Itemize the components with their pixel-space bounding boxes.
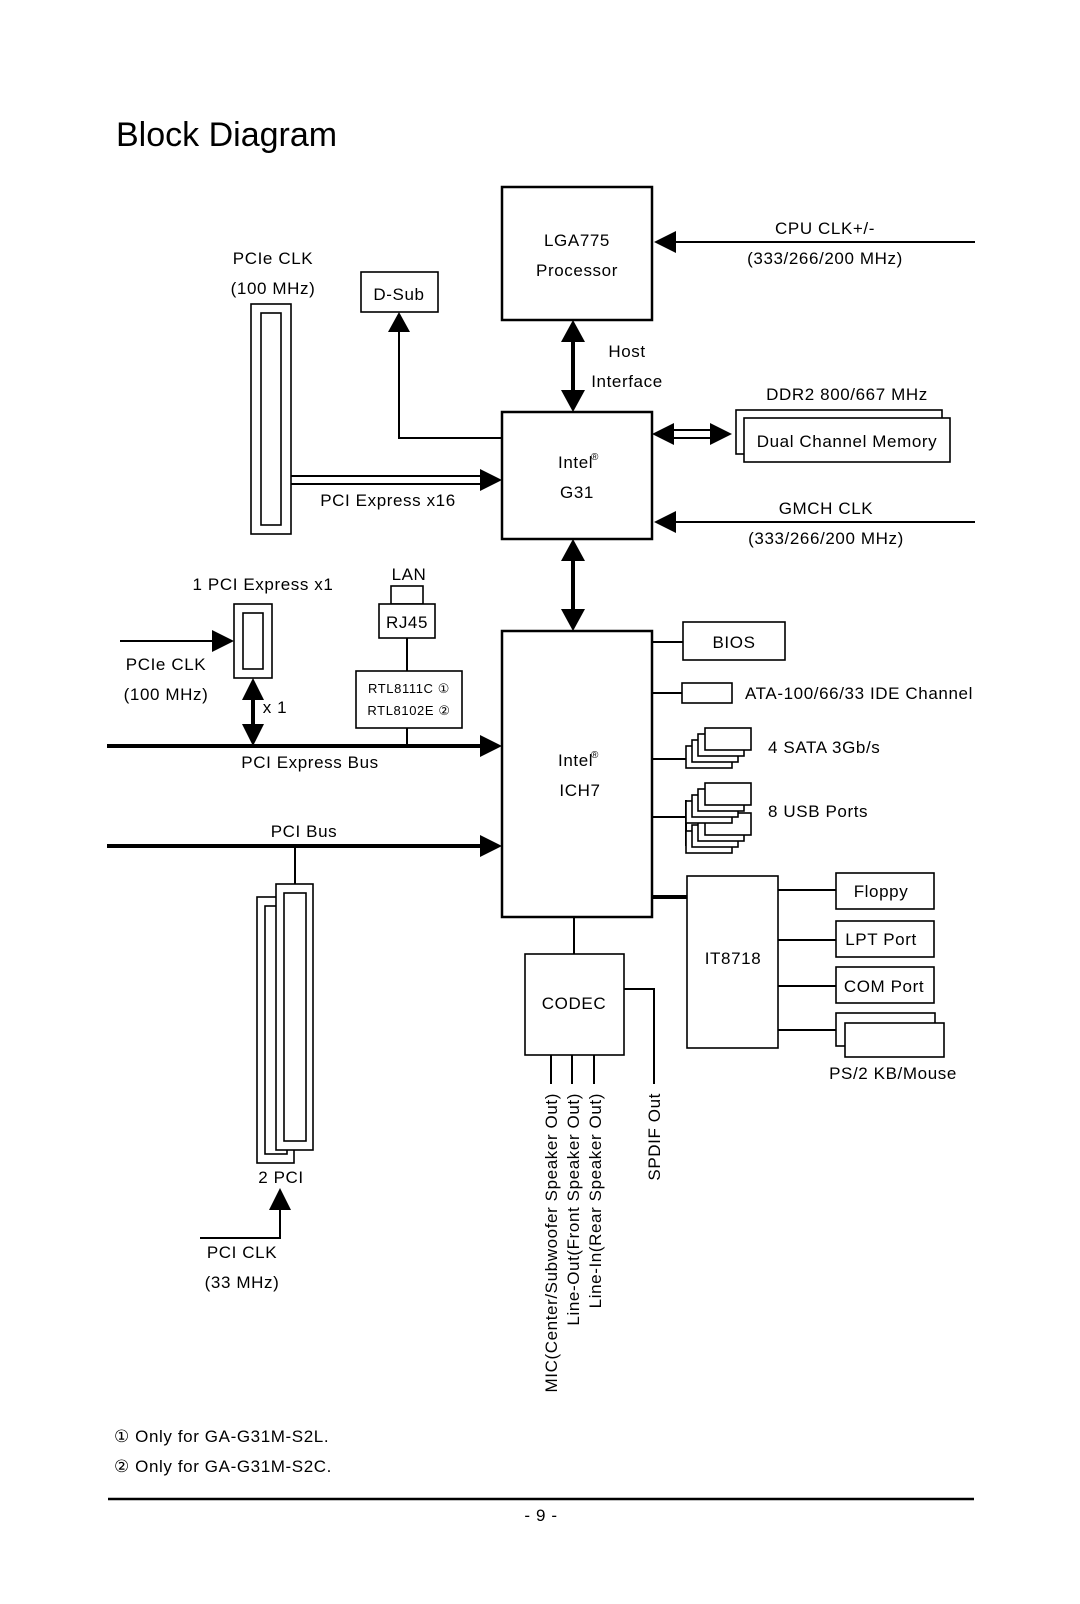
pcie-x1-arrow-down [242,724,264,746]
host-interface-arrow-up [561,320,585,342]
dsub-label: D-Sub [373,285,424,304]
memory-label: Dual Channel Memory [757,432,938,451]
pcie-clk-mid-label: PCIe CLK [126,655,206,674]
cpu-line2: Processor [536,261,618,280]
pci-clk-line [200,1208,281,1239]
pcie-x16-arrow [480,469,502,491]
usb-label: 8 USB Ports [768,802,868,821]
ich7-block [500,629,654,919]
page-number: - 9 - [524,1506,557,1525]
rj45-block [378,603,436,639]
pci-bus-label: PCI Bus [271,822,338,841]
audio-mic-label: MIC(Center/Subwoofer Speaker Out) [542,1093,561,1392]
audio-line-in-label: Line-In(Rear Speaker Out) [586,1093,605,1308]
ps2-port-front [844,1022,945,1058]
pci-slots-label: 2 PCI [258,1168,304,1187]
dsub-arrow [388,312,410,332]
pci-clk-label: PCI CLK [207,1243,277,1262]
pcie-bus-label: PCI Express Bus [241,753,379,772]
page-title: Block Diagram [116,116,337,154]
g31-brand: Intel [558,453,593,472]
cpu-clk-label: CPU CLK+/- [775,219,875,238]
cpu-line1: LGA775 [544,231,610,250]
memory-arrow-left [652,423,674,445]
host-interface-line1: Host [608,342,645,361]
codec-block [524,953,625,1056]
cpu-clk-arrow [654,231,676,253]
gmch-clk-label: GMCH CLK [779,499,874,518]
dmi-arrow-down [561,609,585,631]
memory-spec: DDR2 800/667 MHz [766,385,928,404]
lan-chip-2: RTL8102E ② [367,703,450,718]
pcie-x16-label: PCI Express x16 [320,491,456,510]
usb-port-1 [704,782,752,806]
pcie-x1-label: 1 PCI Express x1 [193,575,334,594]
footnote-2: ② Only for GA-G31M-S2C. [114,1457,332,1476]
codec-label: CODEC [542,994,606,1013]
lpt-label: LPT Port [845,930,917,949]
g31-registered: ® [591,452,599,463]
pci-slot-front-inner [283,892,307,1142]
host-interface-arrow-down [561,390,585,412]
it8718-label: IT8718 [705,949,762,968]
gmch-clk-arrow [654,511,676,533]
dmi-arrow-up [561,539,585,561]
ps2-label: PS/2 KB/Mouse [829,1064,957,1083]
pcie-bus-arrow [480,735,502,757]
com-block [835,966,935,1004]
pcie-x1-arrow-up [242,678,264,700]
ide-label: ATA-100/66/33 IDE Channel [745,684,973,703]
rj45-tab [390,585,424,605]
lan-chip-block [355,670,463,729]
memory-arrow-right [710,423,732,445]
floppy-label: Floppy [854,882,909,901]
memory-module-front [743,417,951,463]
footnote-1: ① Only for GA-G31M-S2L. [114,1427,329,1446]
pci-clk-freq: (33 MHz) [205,1273,280,1292]
bios-label: BIOS [712,633,755,652]
pcie-clk-top-label: PCIe CLK [233,249,313,268]
gmch-clk-freq: (333/266/200 MHz) [748,529,904,548]
lan-label: LAN [392,565,427,584]
pci-bus-arrow [480,835,502,857]
g31-block [500,410,654,541]
ich7-registered: ® [591,750,599,761]
ide-connector [681,682,733,704]
it8718-block [686,875,779,1049]
pci-clk-arrow [269,1188,291,1210]
floppy-block [835,872,935,910]
sata-port-1 [704,727,752,751]
host-interface-line2: Interface [591,372,663,391]
cpu-clk-freq: (333/266/200 MHz) [747,249,903,268]
ich7-brand: Intel [558,751,593,770]
spdif-link [624,988,655,1084]
pcie-x16-slot-inner [260,312,282,526]
pcie-x1-multiplier: x 1 [263,698,287,717]
sata-label: 4 SATA 3Gb/s [768,738,880,757]
audio-line-out-label: Line-Out(Front Speaker Out) [564,1093,583,1326]
lan-chip-1: RTL8111C ① [368,681,450,696]
dsub-block [360,271,439,313]
audio-spdif-label: SPDIF Out [645,1093,664,1181]
pcie-x1-clk-arrow [212,630,234,652]
pcie-clk-mid-freq: (100 MHz) [124,685,209,704]
cpu-block [500,185,654,322]
ich7-model: ICH7 [559,781,600,800]
g31-model: G31 [560,483,594,502]
bios-block [682,621,786,661]
dsub-link [398,330,502,439]
pcie-x1-slot-inner [242,612,264,670]
lpt-block [835,920,935,958]
rj45-label: RJ45 [386,613,428,632]
pcie-clk-top-freq: (100 MHz) [231,279,316,298]
com-label: COM Port [844,977,924,996]
